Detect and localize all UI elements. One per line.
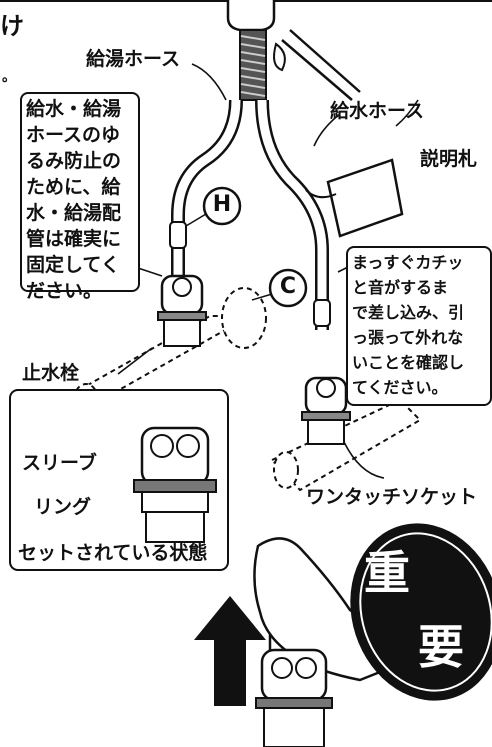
tag-label: 説明札: [420, 148, 478, 170]
note-left-line: 水・給湯配: [26, 202, 122, 224]
note-right-line: っ張って外れな: [352, 328, 464, 347]
set-state-caption: セットされている状態: [18, 542, 208, 564]
note-left-line: 固定してく: [26, 254, 120, 276]
hot-hose-tip: [169, 221, 187, 249]
badge-char-2: 要: [418, 620, 464, 674]
cold-hose-tip: [313, 299, 331, 327]
detail-socket: [133, 426, 217, 543]
right-one-touch-socket: [301, 376, 351, 445]
note-left-box: 給水・給湯 ホースのゆ るみ防止の ために、給 水・給湯配 管は確実に 固定して…: [20, 92, 140, 302]
leader-lines: [89, 63, 419, 507]
left-one-touch-socket: [157, 274, 207, 347]
cold-marker: C: [279, 274, 297, 299]
note-left-line: ホースのゆ: [26, 124, 121, 146]
explanation-tag: [326, 158, 404, 238]
note-right-line: と音がするま: [352, 278, 449, 297]
note-left-line: 管は確実に: [26, 228, 122, 250]
one-touch-socket-label: ワンタッチソケット: [306, 486, 478, 508]
faucet-base: [226, 0, 276, 32]
note-right-line: まっすぐカチッ: [352, 253, 464, 272]
note-left-line: 給水・給湯: [26, 98, 122, 120]
cold-marker-circle: [268, 268, 308, 308]
tag-string: [305, 189, 337, 199]
note-right-line: で差し込み、引: [352, 303, 465, 322]
stop-valve-label: 止水栓: [22, 362, 80, 384]
cold-hose-label: 給水ホース: [330, 100, 425, 122]
title-fragment: け: [0, 12, 24, 40]
mounting-nut: [273, 42, 286, 72]
note-left-line: ださい。: [26, 280, 103, 302]
hot-marker: H: [212, 192, 232, 217]
note-right-line: いことを確認し: [352, 353, 465, 372]
note-right-box: まっすぐカチッ と音がするま で差し込み、引 っ張って外れな いことを確認し て…: [346, 246, 492, 406]
hot-marker-circle: [202, 186, 242, 226]
badge-char-1: 重: [364, 546, 410, 600]
important-badge: [350, 523, 492, 701]
note-left-line: ために、給: [26, 176, 121, 198]
note-left-line: るみ防止の: [26, 150, 122, 172]
bottom-socket: [255, 648, 333, 747]
mounting-plate: [281, 29, 361, 101]
hot-hose-label: 給湯ホース: [86, 48, 181, 70]
ring-label: リング: [34, 496, 92, 518]
up-arrow-icon: [194, 596, 266, 706]
stray-mark: 。: [2, 69, 16, 85]
note-right-line: てください。: [352, 378, 448, 397]
sleeve-label: スリーブ: [22, 452, 97, 474]
